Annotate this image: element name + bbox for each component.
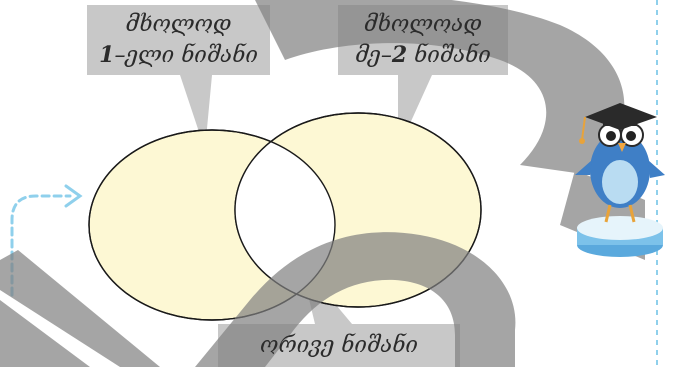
right-set-label-line2: მე–2 ნიშანი <box>338 40 508 71</box>
right-set-label-line1: მხოლოად <box>338 10 508 40</box>
left-set-label-line1: მხოლოდ <box>87 10 270 40</box>
left-set-label: მხოლოდ 1–ელი ნიშანი <box>87 10 270 71</box>
right-set-label: მხოლოად მე–2 ნიშანი <box>338 10 508 71</box>
intersection-label: ორივე ნიშანი <box>218 331 460 361</box>
left-set-label-line2: 1–ელი ნიშანი <box>87 40 270 71</box>
